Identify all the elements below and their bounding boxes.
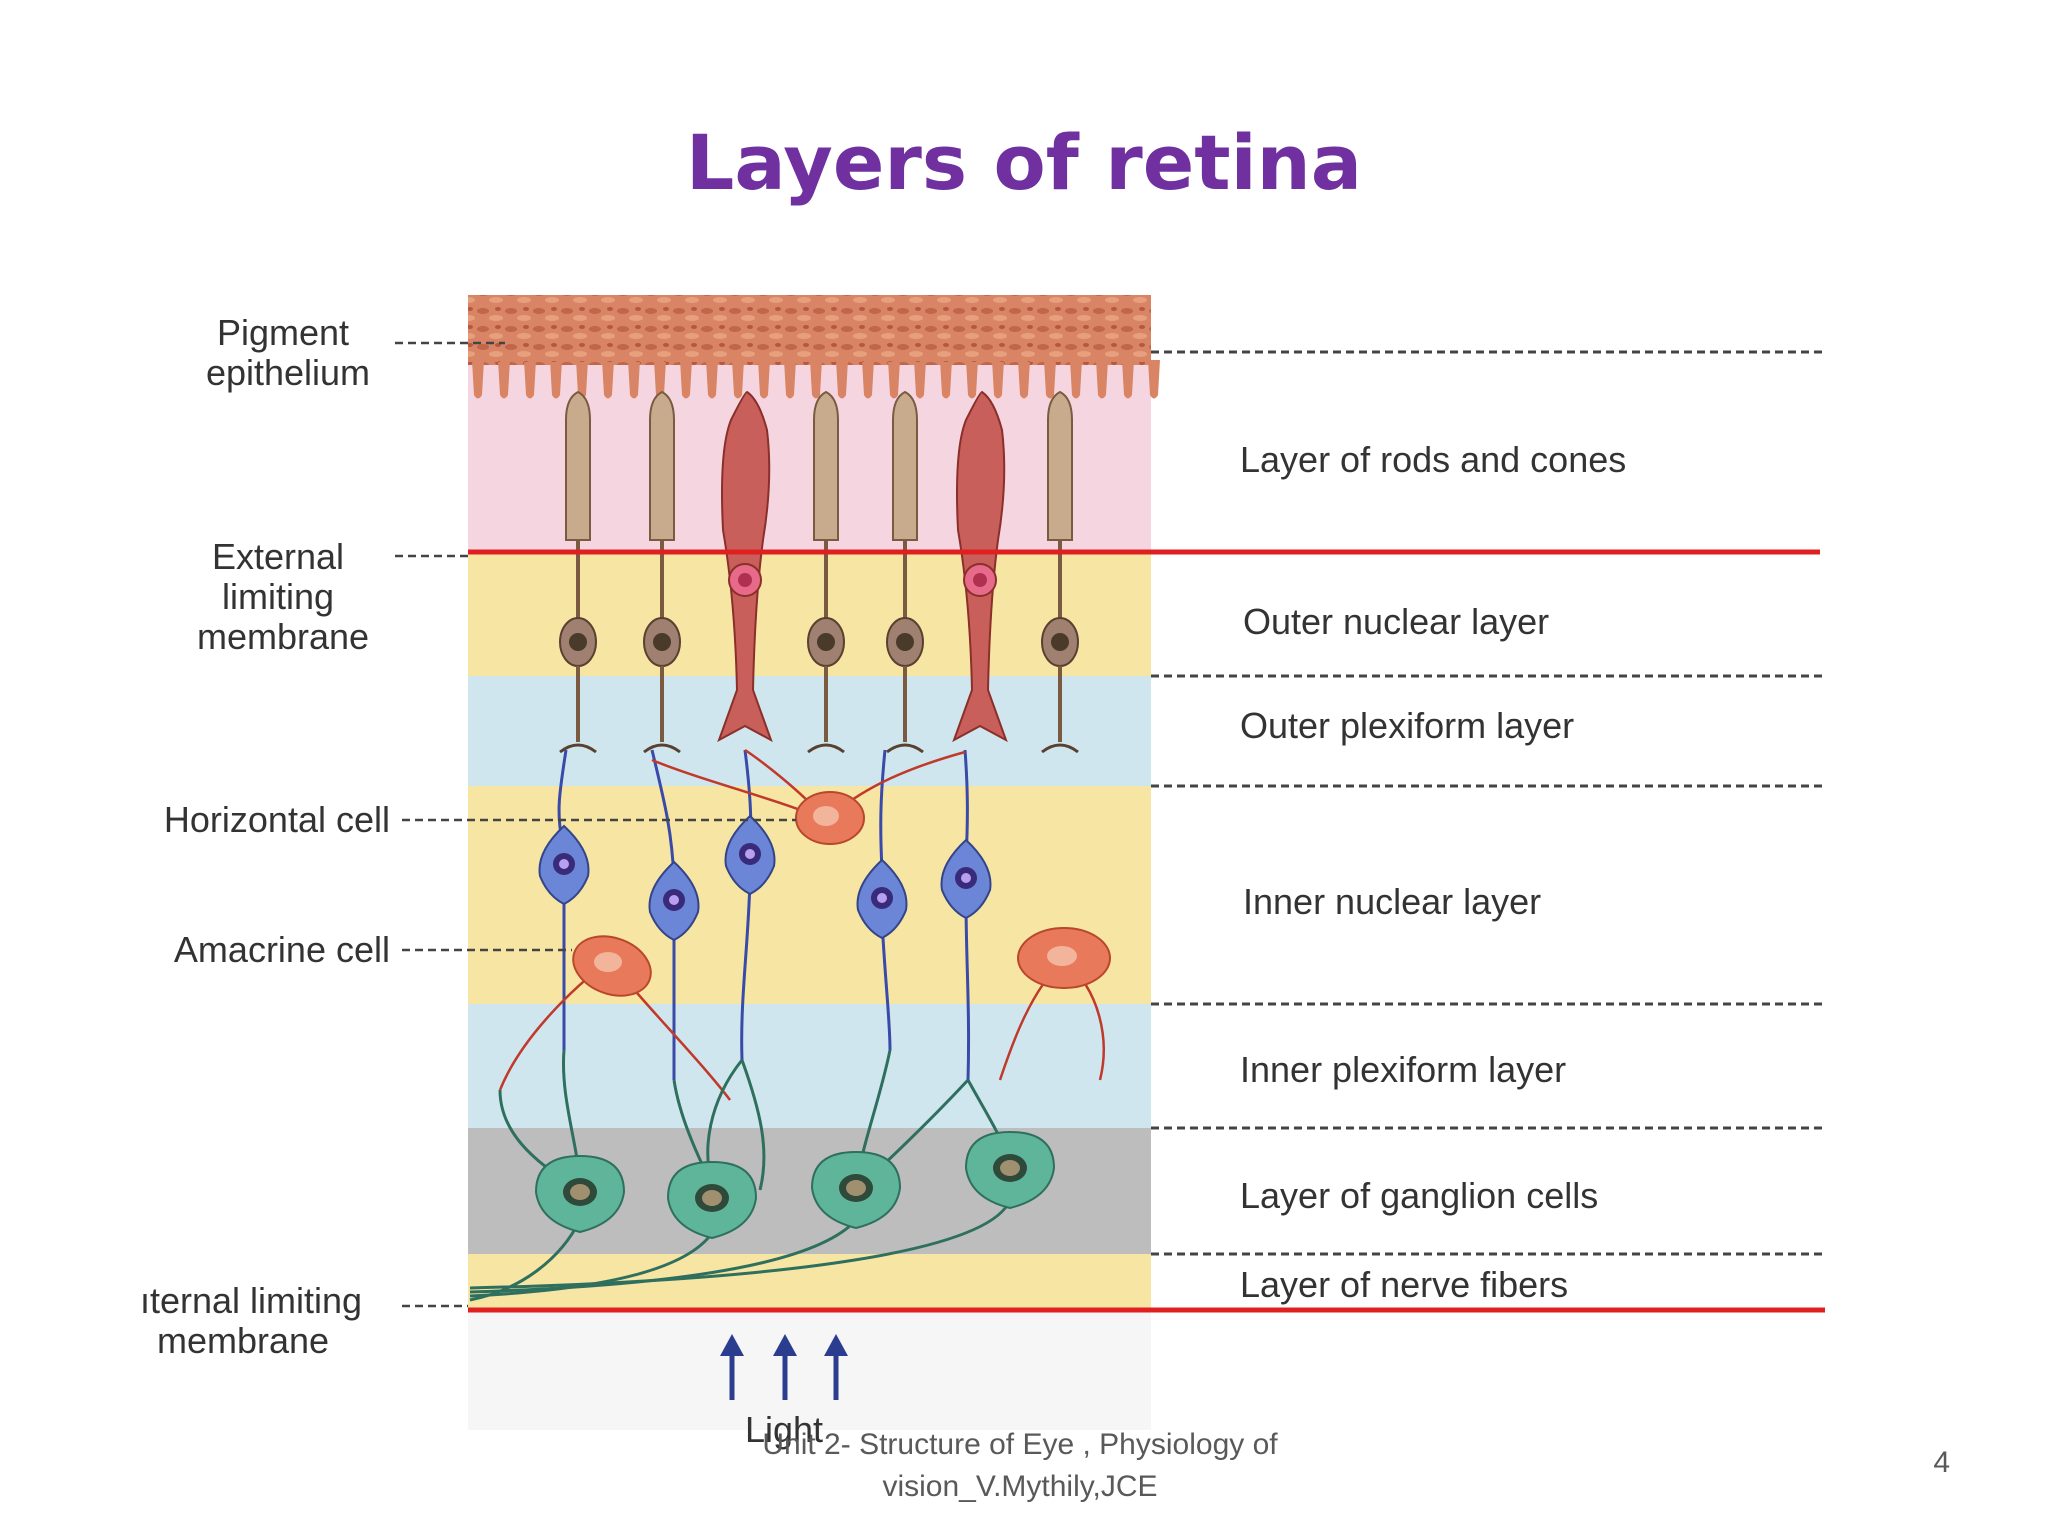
layer-separators: [1151, 350, 1825, 1256]
label-amacrine-cell: Amacrine cell: [174, 929, 390, 970]
ganglion-cell: [810, 1150, 902, 1230]
cone-cell: [717, 390, 773, 743]
label-rods-cones-layer: Layer of rods and cones: [1240, 439, 1626, 480]
band-below: [468, 1310, 1151, 1430]
label-external-limiting-membrane: External limiting membrane: [197, 536, 369, 657]
horizontal-cell: [795, 791, 865, 845]
label-outer-nuclear-layer: Outer nuclear layer: [1243, 601, 1549, 642]
bipolar-cell: [856, 858, 908, 940]
bipolar-cell: [724, 814, 776, 896]
slide-footer: Unit 2- Structure of Eye , Physiology of…: [762, 1428, 1278, 1503]
label-inner-plexiform-layer: Inner plexiform layer: [1240, 1049, 1566, 1090]
amacrine-cell: [572, 935, 652, 997]
amacrine-cells: [572, 927, 1111, 997]
ganglion-cell: [534, 1154, 626, 1234]
bipolar-cells: [538, 814, 992, 942]
pigment-epithelium: [468, 295, 1160, 399]
rod-cell: [559, 390, 597, 754]
ganglion-cell: [666, 1160, 758, 1240]
label-inner-nuclear-layer: Inner nuclear layer: [1243, 881, 1541, 922]
label-outer-plexiform-layer: Outer plexiform layer: [1240, 705, 1574, 746]
cone-cell: [952, 390, 1008, 743]
amacrine-cell: [1017, 927, 1111, 989]
bipolar-cell: [940, 838, 992, 920]
photoreceptors: [559, 390, 1079, 754]
band-inner-plexiform: [468, 1004, 1151, 1128]
rod-cell: [1041, 390, 1079, 754]
arrow-up-icon: [773, 1334, 797, 1400]
label-nerve-fiber-layer: Layer of nerve fibers: [1240, 1264, 1568, 1305]
bipolar-cell: [648, 860, 700, 942]
label-pigment-epithelium: Pigment epithelium: [206, 312, 370, 393]
light-arrows: [720, 1334, 848, 1400]
pigment-processes: [468, 360, 1160, 399]
arrow-up-icon: [720, 1334, 744, 1400]
label-light: Light: [745, 1409, 823, 1450]
bipolar-cell: [538, 824, 590, 906]
band-outer-plexiform: [468, 676, 1151, 786]
ganglion-cells: [534, 1130, 1056, 1240]
slide-title: Layers of retina: [685, 118, 1363, 207]
rod-cell: [643, 390, 681, 754]
page-number: 4: [1933, 1446, 1950, 1479]
label-internal-limiting-membrane: ıternal limiting membrane: [140, 1280, 372, 1361]
left-leader-lines: [395, 341, 796, 1308]
rod-cell: [886, 390, 924, 754]
band-nerve-fibers: [468, 1254, 1151, 1310]
ganglion-cell: [964, 1130, 1056, 1210]
label-horizontal-cell: Horizontal cell: [164, 799, 390, 840]
arrow-up-icon: [824, 1334, 848, 1400]
label-ganglion-cell-layer: Layer of ganglion cells: [1240, 1175, 1598, 1216]
